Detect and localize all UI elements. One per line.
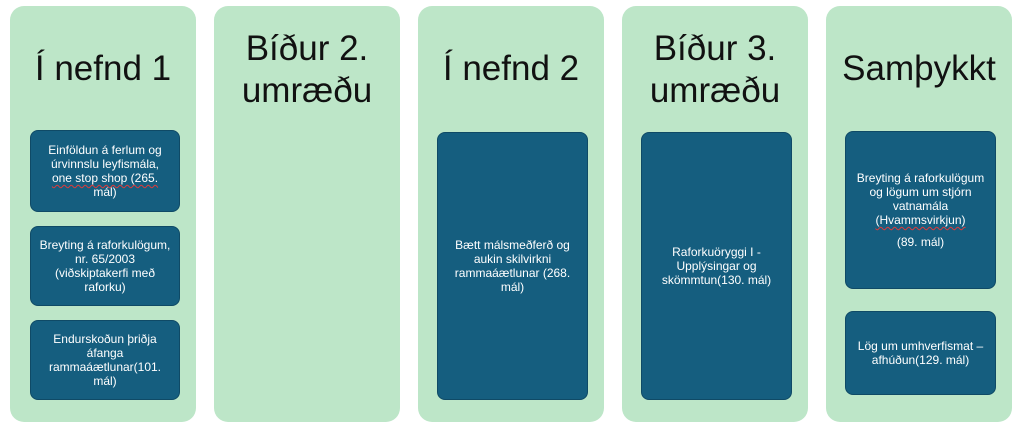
card-line: Breyting á raforkulögum, (39, 238, 171, 252)
card-item: Bætt málsmeðferð og aukin skilvirkni ram… (437, 132, 588, 400)
card-item: Endurskoðun þriðja áfanga rammaáætlunar(… (30, 320, 180, 400)
card-line: Upplýsingar og (676, 259, 757, 273)
card-line: Bætt málsmeðferð og (455, 238, 570, 252)
card-line: Einföldun á ferlum og (48, 143, 162, 157)
card-line: rammaáætlunar (268. (454, 266, 571, 280)
card-line: nr. 65/2003 (74, 252, 136, 266)
column-samthykkt: Samþykkt Breyting á raforkulögum og lögu… (826, 6, 1012, 422)
card-line: Lög um umhverfismat – (857, 339, 984, 353)
card-item: Lög um umhverfismat – afhúðun(129. mál) (845, 311, 996, 395)
column-title: Bíður 3. umræðu (649, 29, 781, 110)
card-line: (Hvammsvirkjun) (875, 213, 966, 227)
card-line: aukin skilvirkni (473, 252, 552, 266)
card-line: Breyting á raforkulögum (856, 171, 985, 185)
card-item: Breyting á raforkulögum, nr. 65/2003 (vi… (30, 226, 180, 306)
column-bidur-3-umraedu: Bíður 3. umræðu Raforkuöryggi I - Upplýs… (622, 6, 808, 422)
card-item: Einföldun á ferlum og úrvinnslu leyfismá… (30, 130, 180, 212)
card-line: og lögum um stjórn (869, 185, 972, 199)
column-bidur-2-umraedu: Bíður 2. umræðu (214, 6, 400, 422)
card-line: skömmtun(130. mál) (661, 273, 772, 287)
card-line: (89. mál) (896, 235, 945, 249)
card-line: Endurskoðun þriðja (53, 332, 157, 346)
card-line: mál) (93, 374, 117, 388)
column-title: Samþykkt (842, 49, 996, 88)
card-line: raforku) (84, 280, 126, 294)
card-line: mál) (93, 185, 117, 199)
card-line: mál) (500, 280, 525, 294)
column-title: Í nefnd 2 (442, 49, 580, 88)
column-title: Bíður 2. umræðu (241, 29, 373, 110)
card-item: Raforkuöryggi I - Upplýsingar og skömmtu… (641, 132, 792, 400)
card-line: úrvinnslu leyfismála, (50, 157, 160, 171)
card-line: rammaáætlunar(101. (48, 360, 162, 374)
card-line: afhúðun(129. mál) (871, 353, 970, 367)
card-line: áfanga (86, 346, 124, 360)
card-line: Raforkuöryggi I - (672, 245, 761, 259)
column-i-nefnd-1: Í nefnd 1 Einföldun á ferlum og úrvinnsl… (10, 6, 196, 422)
card-line: one stop shop (265. (51, 171, 159, 185)
card-item: Breyting á raforkulögum og lögum um stjó… (845, 131, 996, 289)
card-line: (viðskiptakerfi með (54, 266, 156, 280)
column-i-nefnd-2: Í nefnd 2 Bætt málsmeðferð og aukin skil… (418, 6, 604, 422)
card-line: vatnamála (892, 199, 949, 213)
column-title: Í nefnd 1 (34, 49, 172, 88)
